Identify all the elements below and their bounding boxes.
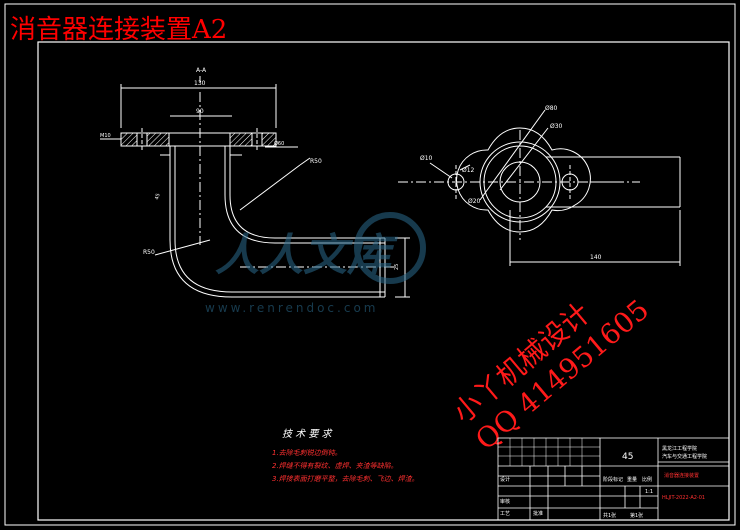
label-craft: 工艺 [500,511,510,517]
dim-r50-inner: R50 [143,249,155,256]
inner-frame [37,41,730,521]
requirements-heading: 技 术 要 求 [282,428,334,440]
dim-130: 130 [194,80,206,87]
technical-requirements: 技 术 要 求 1.去除毛刺锐边倒钝。 2.焊缝不得有裂纹、虚焊、夹渣等缺陷。 … [272,428,419,483]
department: 汽车与交通工程学院 [662,453,707,460]
drawing-code: HLJIT-2022-A2-01 [662,495,705,501]
dim-r50: R50 [310,158,322,165]
drawing-title: 消音器连接装置A2 [10,15,227,45]
flange-top-view: 140 Ø80 Ø30 Ø10 Ø12 Ø20 [398,105,681,266]
material: 45 [622,452,633,462]
designer-stamp: 小丫机械设计 QQ 414951605 [447,293,656,457]
title-block: 45 黑龙江工程学院 汽车与交通工程学院 消音器连接装置 1:1 HLJIT-2… [497,437,730,521]
dim-thread: M10 [100,133,111,139]
watermark-brand: 人人文库 [215,230,398,281]
outer-frame [4,3,736,526]
dim-140: 140 [590,254,602,261]
label-ratio: 比例 [642,476,652,483]
pipe-front-view: A-A 130 90 M10 [100,67,410,298]
requirement-1: 1.去除毛刺锐边倒钝。 [272,449,342,457]
dim-d30: Ø30 [550,123,563,130]
label-checked: 审核 [500,498,510,505]
dim-d10: Ø10 [420,155,433,162]
dim-d12: Ø12 [462,167,475,174]
label-weight: 重量 [627,476,637,483]
scale: 1:1 [645,489,653,495]
requirement-2: 2.焊缝不得有裂纹、虚焊、夹渣等缺陷。 [272,462,398,470]
label-approve: 批准 [533,510,543,517]
watermark: 人人文库 www.renrendoc.com [205,212,426,315]
section-label: A-A [196,67,207,74]
label-sheet: 第1张 [630,512,643,519]
label-stage: 阶段标记 [603,476,623,483]
dim-height-right: 25 [394,264,400,270]
dim-d20: Ø20 [468,198,481,205]
dim-d60: Ø60 [274,140,284,147]
dim-d80: Ø80 [545,105,558,112]
watermark-url: www.renrendoc.com [205,301,378,315]
label-sheets: 共1张 [603,512,616,519]
school: 黑龙江工程学院 [662,445,697,452]
dim-side: 45 [154,193,161,201]
label-drawn: 设计 [500,476,510,483]
part-name: 消音器连接装置 [664,472,699,479]
requirement-3: 3.焊接表面打磨平整，去除毛刺、飞边、焊渣。 [272,475,419,483]
